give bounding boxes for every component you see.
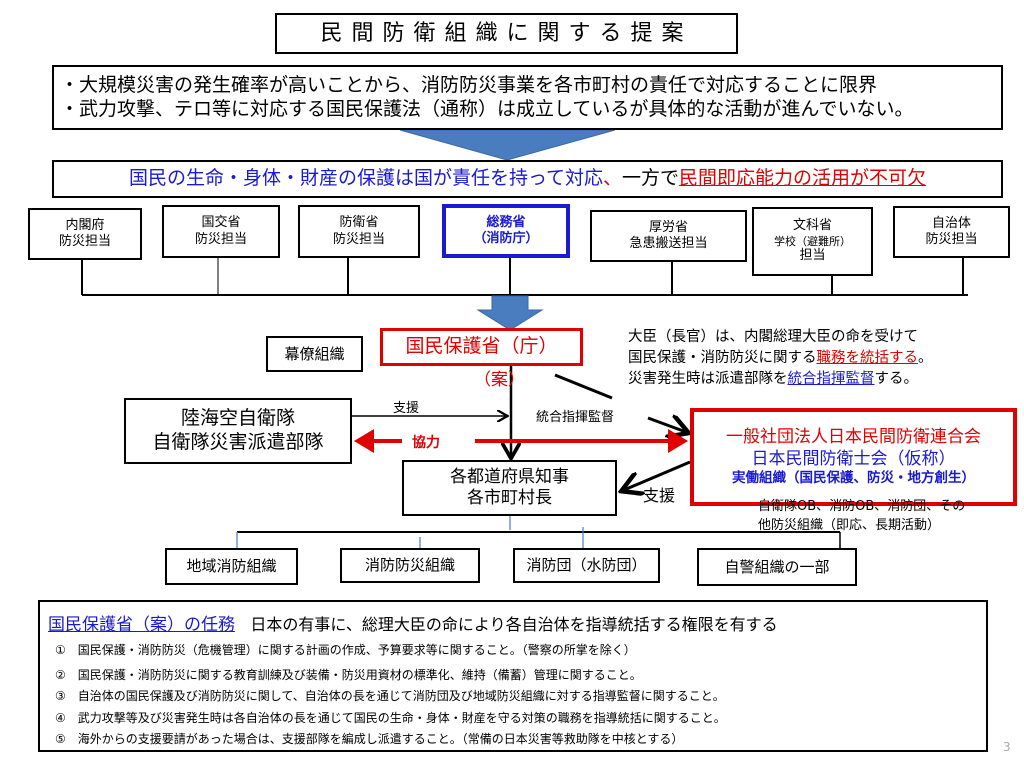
ministry-name: 自治体 [931, 215, 971, 231]
self-defense-forces: 陸海空自衛隊自衛隊災害派遣部隊 [124, 398, 352, 464]
ministry-role: 急患搬送担当 [629, 236, 708, 251]
ministry-role: （消防庁） [473, 231, 539, 246]
duties-heading: 国民保護省（案）の任務 [48, 615, 235, 635]
governors-mayors: 各都道府県知事各市町村長 [402, 460, 617, 516]
cooperation-label: 協力 [412, 435, 440, 451]
ministry-name: 文科省 [792, 218, 832, 234]
local-org-fire-brigade: 消防団（水防団） [513, 548, 660, 583]
association-alt-name: 日本民間防衛士会（仮称） [751, 448, 956, 469]
ministry-tree [81, 258, 968, 296]
slide-title: 民間防衛組織に関する提案 [275, 13, 738, 54]
duty-item-4: ④ 武力攻撃等及び災害発生時は各自治体の長を通じて国民の生命・身体・財産を守る対… [55, 711, 726, 725]
banner-part-3: 民間即応能力の活用が不可欠 [679, 167, 927, 190]
ministry-role: 防災担当 [332, 231, 385, 247]
staff-organization: 幕僚組織 [266, 336, 363, 372]
desc-highlight-blue: 統合指揮監督 [787, 371, 875, 387]
banner: 国民の生命・身体・財産の保護は国が責任を持って対応、一方で民間即応能力の活用が不… [52, 160, 1003, 198]
minister-description: 大臣（長官）は、内閣総理大臣の命を受けて 国民保護・消防防災に関する職務を統括す… [628, 327, 933, 390]
banner-comma: 、 [603, 167, 623, 190]
banner-part-1: 国民の生命・身体・財産の保護は国が責任を持って対応 [128, 167, 603, 190]
local-org-vigilante: 自警組織の一部 [697, 548, 857, 586]
desc-highlight-red: 職務を統括する [816, 350, 919, 366]
ministry-name: 総務省 [486, 214, 526, 230]
duty-item-2: ② 国民保護・消防防災に関する教育訓練及び装備・防災用資材の標準化、維持（備蓄）… [55, 668, 642, 682]
ministry-health: 厚労省急患搬送担当 [590, 210, 747, 262]
ministry-name: 防衛省 [339, 215, 379, 231]
ministry-role: 学校（避難所） [774, 234, 851, 248]
intro-line-1: ・大規模災害の発生確率が高いことから、消防防災事業を各市町村の責任で対応すること… [60, 73, 878, 96]
desc-end: する。 [874, 371, 919, 387]
ministry-role-2: 担当 [799, 248, 826, 264]
ministry-role: 防災担当 [58, 234, 111, 249]
desc-period: 。 [918, 350, 933, 366]
duties-box: 国民保護省（案）の任務 日本の有事に、総理大臣の命により各自治体を指導統括する権… [38, 600, 988, 752]
local-org-regional-fire: 地域消防組織 [165, 548, 298, 585]
duties-header: 国民保護省（案）の任務 日本の有事に、総理大臣の命により各自治体を指導統括する権… [48, 610, 778, 635]
intro-box: ・大規模災害の発生確率が高いことから、消防防災事業を各市町村の責任で対応すること… [52, 65, 1003, 130]
ministry-mlit: 国交省防災担当 [162, 205, 280, 258]
desc-line-3: 災害発生時は派遣部隊を [628, 371, 788, 387]
governors-line: 各都道府県知事 [450, 466, 569, 487]
desc-line-1: 大臣（長官）は、内閣総理大臣の命を受けて [628, 329, 918, 345]
ministry-role: 防災担当 [194, 231, 247, 247]
duty-item-5: ⑤ 海外からの支援要請があった場合は、支援部隊を編成し派遣すること。（常備の日本… [55, 732, 684, 746]
ministry-education: 文科省学校（避難所）担当 [752, 207, 873, 276]
note-line-2: 他防災組織（即応、長期活動） [758, 518, 941, 533]
duty-item-3: ③ 自治体の国民保護及び消防防災に関して、自治体の長を通じて消防団及び地域防災組… [55, 689, 725, 703]
note-line-1: 自衛隊OB、消防OB、消防団、その [758, 499, 966, 514]
ministry-role: 防災担当 [925, 232, 978, 247]
small-down-arrow [476, 295, 544, 331]
duties-subheading: 日本の有事に、総理大臣の命により各自治体を指導統括する権限を有する [250, 615, 778, 634]
ministry-defense: 防衛省防災担当 [298, 205, 420, 258]
civil-defense-association: 一般社団法人日本民間防衛連合会 日本民間防衛士会（仮称） 実働組織（国民保護、防… [690, 408, 1017, 506]
desc-line-2: 国民保護・消防防災に関する [628, 350, 817, 366]
intro-line-2: ・武力攻撃、テロ等に対応する国民保護法（通称）は成立しているが具体的な活動が進ん… [60, 97, 914, 120]
association-members-note: 自衛隊OB、消防OB、消防団、その 他防災組織（即応、長期活動） [758, 497, 965, 535]
duty-item-1: ① 国民保護・消防防災（危機管理）に関する計画の作成、予算要求等に関すること。（… [55, 643, 636, 657]
support-label-2: 支援 [643, 486, 676, 505]
local-org-fire-disaster: 消防防災組織 [340, 548, 480, 583]
ministry-internal-affairs: 総務省（消防庁） [442, 204, 570, 258]
association-name: 一般社団法人日本民間防衛連合会 [726, 427, 981, 448]
mayors-line: 各市町村長 [467, 488, 552, 508]
sdf-line-1: 陸海空自衛隊 [180, 407, 295, 430]
proposal-label: （案） [474, 370, 525, 390]
ministry-name: 内閣府 [65, 217, 105, 233]
support-label-1: 支援 [393, 401, 420, 416]
page-number: 3 [1003, 740, 1011, 754]
ministry-name: 厚労省 [648, 219, 688, 235]
big-down-arrow [399, 129, 616, 161]
association-role: 実働組織（国民保護、防災・地方創生） [732, 469, 975, 486]
sdf-line-2: 自衛隊災害派遣部隊 [152, 431, 324, 453]
ministry-cabinet-office: 内閣府防災担当 [28, 208, 142, 260]
civil-protection-ministry: 国民保護省（庁） [380, 328, 583, 366]
ministry-local-gov: 自治体防災担当 [893, 206, 1010, 258]
banner-part-2: 一方で [622, 167, 680, 190]
ministry-name: 国交省 [201, 215, 241, 231]
command-label: 統合指揮監督 [536, 410, 615, 425]
